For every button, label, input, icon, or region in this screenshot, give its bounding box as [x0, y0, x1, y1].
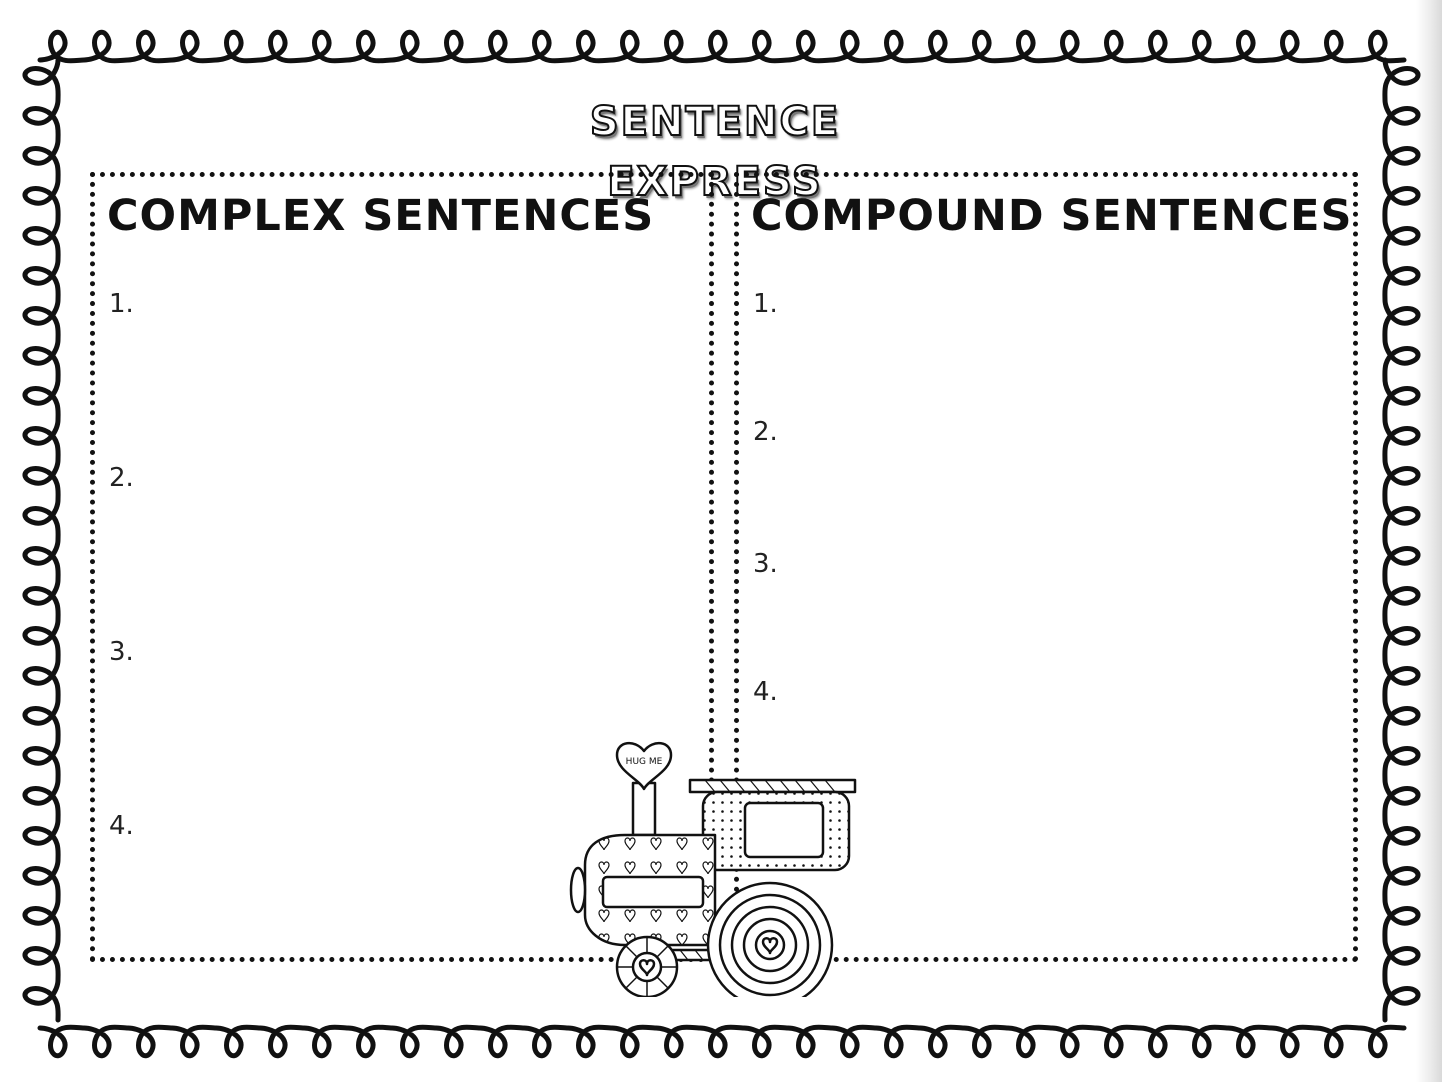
heart-candy [615, 742, 673, 791]
complex-line-number-4: 4. [109, 811, 134, 841]
train-window [743, 801, 825, 859]
page-title: SENTENCE EXPRESS [589, 98, 841, 206]
train-smokestack [631, 781, 657, 837]
train-front-bumper [569, 866, 587, 914]
complex-sentences-heading: COMPLEX SENTENCES [107, 191, 655, 241]
complex-line-number-2: 2. [109, 463, 134, 493]
candy-train-illustration: HUG ME [569, 742, 857, 997]
complex-line-number-1: 1. [109, 289, 134, 319]
loopy-border-path [22, 29, 1421, 1059]
heart-candy-text: HUG ME [626, 757, 663, 767]
page-edge-shadow [1416, 0, 1442, 1082]
complex-sentences-box: COMPLEX SENTENCES 1. 2. 3. 4. [90, 172, 714, 962]
compound-sentences-box: COMPOUND SENTENCES 1. 2. 3. 4. [734, 172, 1358, 962]
compound-line-number-2: 2. [753, 417, 778, 447]
complex-line-number-3: 3. [109, 637, 134, 667]
compound-line-number-1: 1. [753, 289, 778, 319]
train-nameplate [601, 875, 705, 909]
compound-sentences-heading: COMPOUND SENTENCES [751, 191, 1353, 241]
compound-line-number-3: 3. [753, 549, 778, 579]
compound-line-number-4: 4. [753, 677, 778, 707]
